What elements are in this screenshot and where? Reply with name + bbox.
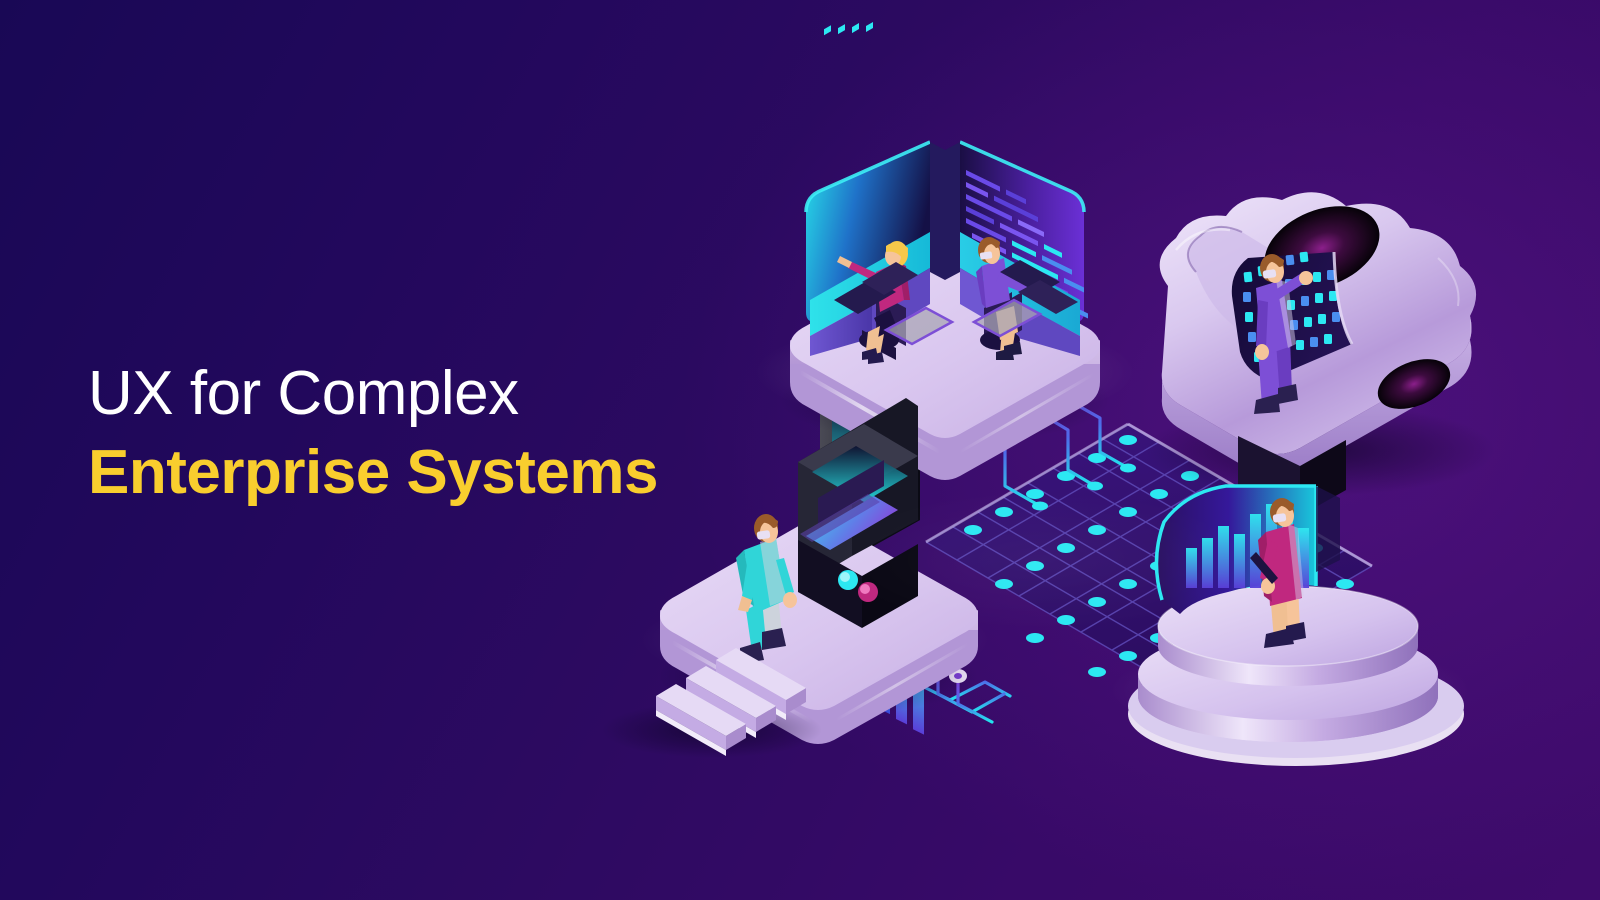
walking-man: [736, 514, 797, 664]
headline-line-1: UX for Complex: [88, 359, 519, 428]
keyboard-left: [834, 262, 918, 314]
headline-line-2: Enterprise Systems: [88, 438, 658, 508]
keyboard-right: [1000, 260, 1078, 314]
stairs: [602, 648, 822, 758]
podium-presenter: [1250, 498, 1306, 648]
podium: [1128, 585, 1464, 766]
cloud-operator: [1254, 254, 1313, 414]
hero-headline: UX for Complex Enterprise Systems: [88, 359, 788, 508]
